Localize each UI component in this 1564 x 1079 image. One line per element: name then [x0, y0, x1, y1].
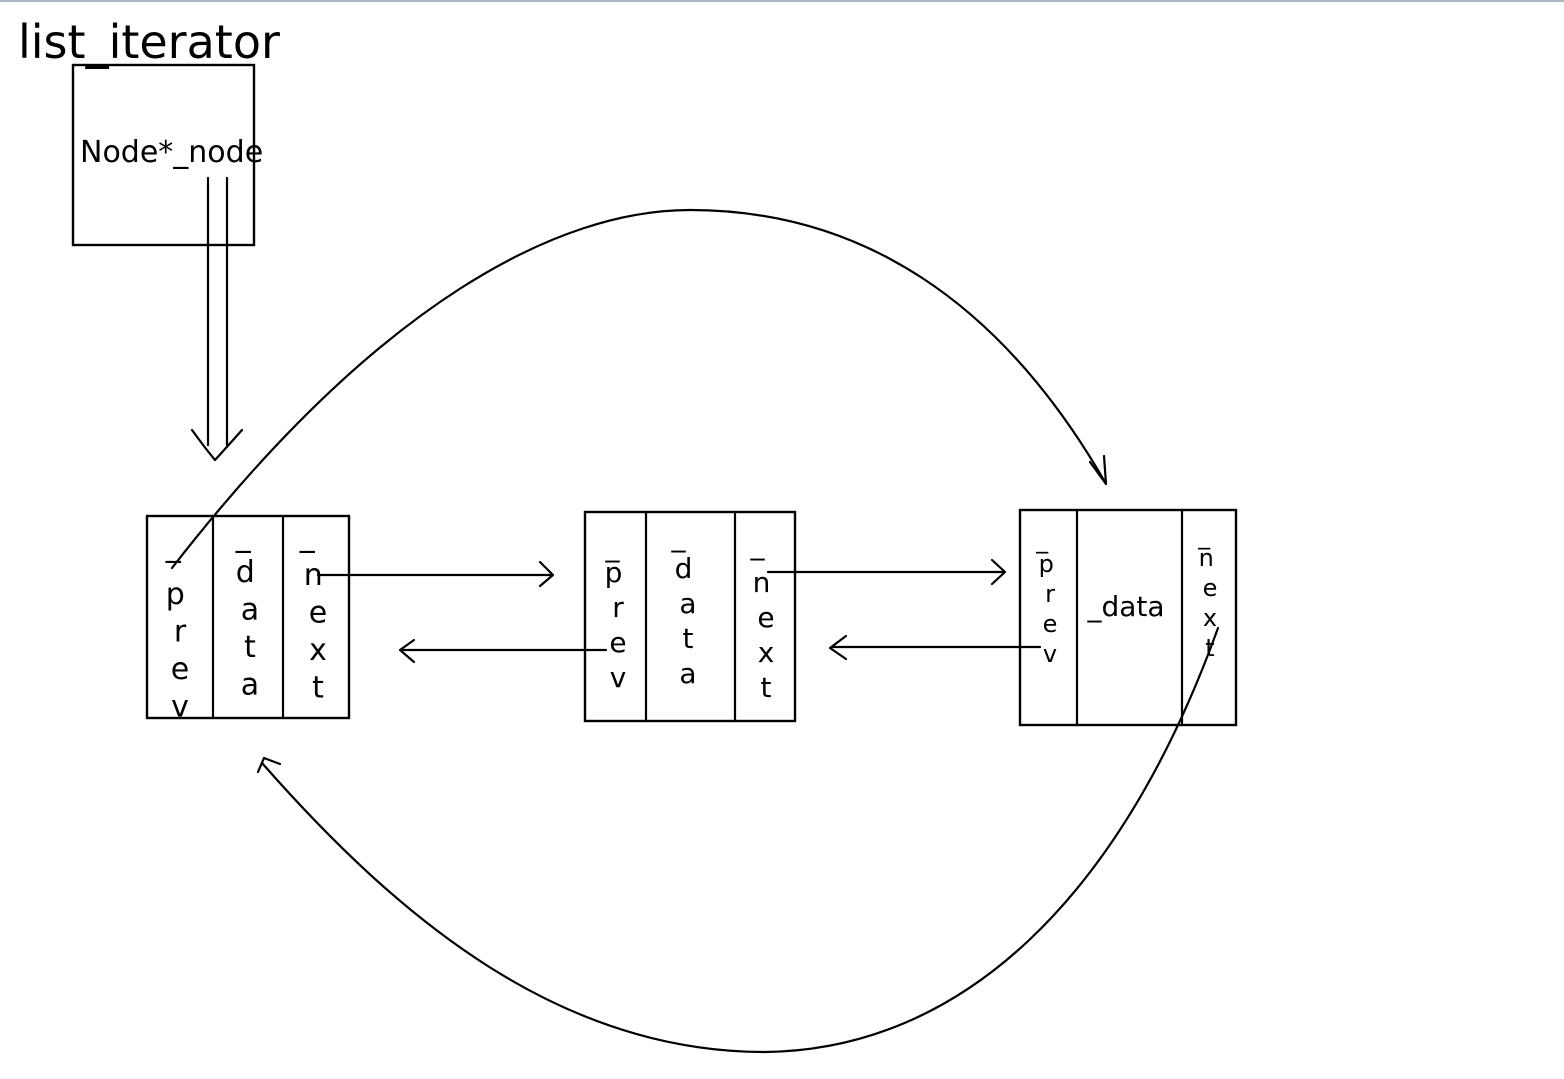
node-3-box	[1018, 508, 1238, 727]
node-2-next-letters-char: e	[757, 601, 774, 634]
diagram-title: list_iterator	[18, 15, 280, 69]
node-1-next-bar: _	[299, 519, 316, 554]
node-2-prev-letters: p	[605, 556, 623, 589]
node-1-prev-letters: p	[166, 577, 185, 612]
node-3-prev-letters: p	[1039, 550, 1054, 578]
node-2-next-letters-char: x	[758, 636, 775, 669]
node-3-data-label: _data	[1086, 590, 1164, 623]
node-1-prev-letters-char: e	[171, 652, 189, 687]
node-1-box	[145, 514, 351, 720]
node-2-data-letters-char: t	[683, 622, 694, 655]
node-3-next-bar: _	[1197, 522, 1211, 550]
arrow-node3-prev-to-node2	[828, 634, 1042, 661]
node-2-box	[583, 510, 797, 723]
arrow-node1-next-to-node2	[316, 560, 555, 588]
node-1-data-letters: d	[236, 555, 255, 590]
node-3-prev-letters-char: e	[1043, 610, 1058, 638]
node-3-next-letters: n	[1199, 544, 1214, 572]
node-1-prev-bar: _	[165, 529, 182, 564]
node-1-data-letters-char: a	[241, 593, 259, 628]
node-1-prev-letters-char: v	[171, 690, 189, 725]
arrow-node2-prev-to-node1	[398, 638, 608, 664]
node-2-prev-letters-char: e	[609, 626, 626, 659]
node-1-data-letters-char: a	[241, 668, 259, 703]
arrow-node3-next-to-node1-arc	[256, 626, 1220, 1054]
node-1-next-letters: n	[304, 558, 323, 593]
node-2-prev-letters-char: r	[612, 591, 624, 624]
window-top-border	[0, 0, 1564, 2]
node-2-next-letters-char: t	[761, 671, 772, 704]
node-1-data-bar: _	[235, 519, 252, 554]
node-3-prev-bar: _	[1035, 526, 1049, 554]
arrow-node2-next-to-node3	[766, 558, 1007, 586]
node-2-prev-letters-char: v	[610, 661, 627, 694]
node-2-data-bar: _	[671, 520, 687, 553]
node-2-prev-bar: _	[605, 530, 621, 563]
iterator-field-label: Node*_node	[80, 135, 263, 170]
node-1-prev-letters-char: r	[174, 615, 187, 650]
node-3-prev-letters-char: r	[1045, 580, 1055, 608]
iterator-box	[71, 63, 256, 247]
node-3-next-letters-char: x	[1203, 604, 1217, 632]
node-1-next-letters-char: e	[309, 596, 327, 631]
node-2-next-bar: _	[750, 528, 766, 561]
node-3-prev-letters-char: v	[1043, 640, 1057, 668]
node-2-data-letters: d	[675, 552, 693, 585]
iterator-pointer-arrow	[190, 176, 244, 462]
arrow-node1-prev-to-node3-arc	[170, 208, 1108, 570]
node-1-data-letters-char: t	[244, 630, 256, 665]
node-3-next-letters-char: e	[1203, 574, 1218, 602]
node-2-data-letters-char: a	[679, 587, 696, 620]
node-1-next-letters-char: x	[309, 633, 327, 668]
node-2-data-letters-char: a	[679, 657, 696, 690]
node-1-next-letters-char: t	[312, 671, 324, 706]
node-2-next-letters: n	[753, 566, 771, 599]
